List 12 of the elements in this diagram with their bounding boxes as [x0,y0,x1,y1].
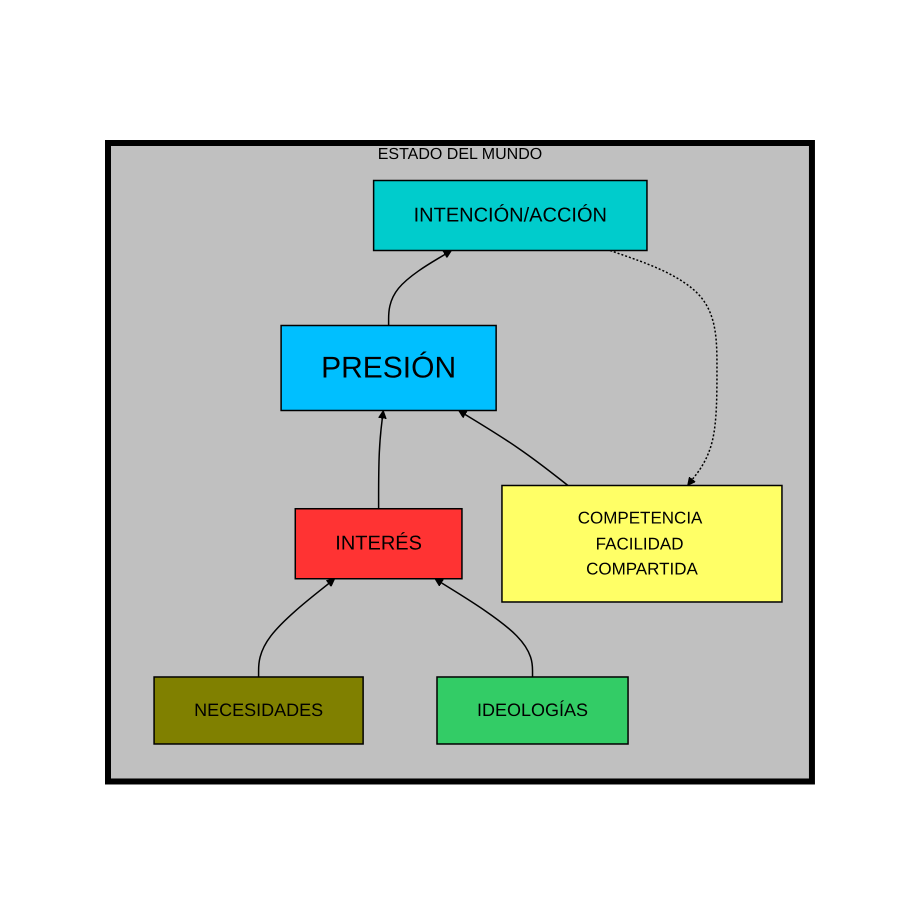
node-box: PRESIÓN [280,324,497,411]
node-box: COMPETENCIA FACILIDAD COMPARTIDA [501,484,783,602]
arrow [434,578,534,677]
arrow [378,410,387,508]
node-box: NECESIDADES [153,676,364,744]
node-box: INTENCIÓN/ACCIÓN [372,180,648,251]
arrow [458,410,568,486]
arrow [258,578,336,677]
arrow [610,250,718,486]
node-box: IDEOLOGÍAS [436,676,629,744]
node-box: INTERÉS [294,508,463,580]
arrow [388,250,452,326]
